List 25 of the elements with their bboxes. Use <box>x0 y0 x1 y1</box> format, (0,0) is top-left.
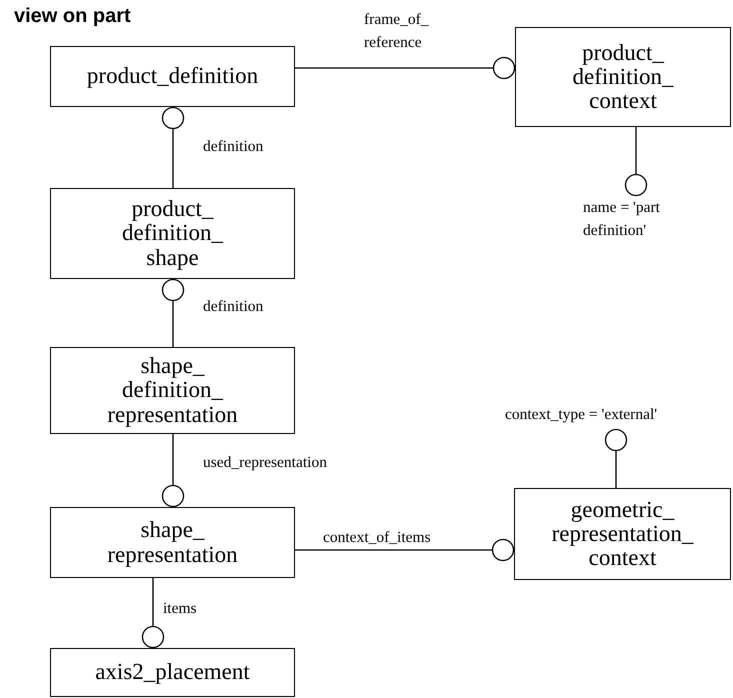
diagram-title: view on part <box>14 5 131 28</box>
entity-box <box>50 507 295 578</box>
relationship-line <box>162 434 184 508</box>
entity-name: geometric_ representation_ context <box>552 498 694 570</box>
entity-name: product_ definition_ shape <box>122 197 223 270</box>
entity-name: shape_ definition_ representation <box>107 354 238 427</box>
entity-box <box>50 347 295 434</box>
entity-name: product_ definition_ context <box>572 40 674 114</box>
entity-name: axis2_placement <box>95 660 250 685</box>
entity-box <box>50 46 295 107</box>
relationship-line <box>624 127 648 196</box>
entity-box <box>514 488 731 580</box>
entity-name: product_definition <box>86 64 258 89</box>
entity-box <box>515 27 731 127</box>
relationship-line <box>162 106 184 188</box>
relationship-line <box>162 278 184 347</box>
attribute-text: context_type = 'external' <box>505 403 725 426</box>
entity-box <box>50 188 295 279</box>
relationship-line <box>142 578 164 648</box>
entity-name: shape_ representation <box>107 518 238 567</box>
entity-box <box>50 648 295 697</box>
relationship-line <box>295 56 516 80</box>
relationship-line <box>604 428 628 488</box>
relationship-line <box>295 538 514 562</box>
attribute-text: name = 'part definition' <box>583 196 723 242</box>
